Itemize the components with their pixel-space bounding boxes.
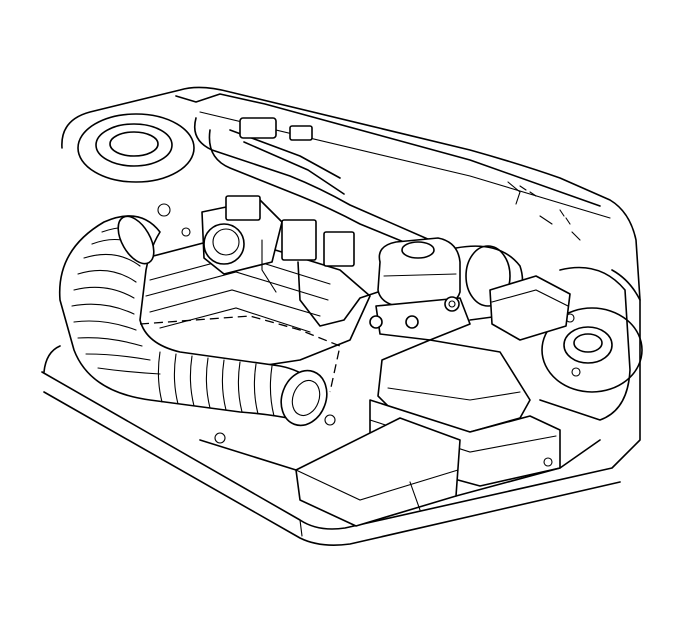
bolt-a (157, 203, 171, 217)
right-fender-contour (539, 266, 631, 421)
duct-throttle-clamp (117, 215, 155, 265)
fuse-box-lid (491, 289, 569, 307)
fuse-box (489, 275, 571, 341)
cam-cover-rib-3 (149, 289, 321, 317)
body-outline-lower (41, 269, 641, 530)
right-strut-tower-mid (563, 326, 613, 364)
strut-bolt-2 (571, 367, 581, 377)
fitting-rear-1 (239, 117, 277, 139)
relay-box (323, 231, 355, 267)
bolt-b (181, 227, 191, 237)
wiring-branch (261, 239, 277, 293)
cam-cover-rib-4 (159, 307, 311, 333)
fitting-left (369, 315, 383, 329)
fitting-right (444, 296, 460, 312)
alignment-dashed-line (139, 315, 341, 393)
heater-hose-upper (193, 117, 431, 241)
bolt-d (214, 432, 226, 444)
heater-hose-lower-2 (243, 141, 345, 195)
sensor-block (225, 195, 261, 221)
radiator-support (43, 345, 601, 497)
battery-box (295, 417, 461, 527)
booster-face (465, 245, 511, 307)
reservoir-line (383, 273, 457, 277)
fitting-mid (405, 315, 419, 329)
left-strut-tower-inner (109, 131, 159, 157)
air-cleaner-lid-edge (387, 387, 521, 401)
left-strut-tower-outer (77, 113, 195, 183)
rear-bracket (507, 181, 581, 241)
brake-reservoir (377, 237, 461, 307)
bumper-inner-edge (299, 519, 303, 537)
battery-divider (409, 481, 421, 511)
bumper-edge (43, 391, 621, 546)
reservoir-cap (401, 241, 435, 259)
cowl-outline (61, 86, 641, 301)
cowl-inner (175, 93, 601, 207)
heater-hose-lower (208, 129, 439, 257)
throttle-bore-inner (212, 228, 240, 256)
right-strut-tower-inner (573, 333, 603, 353)
hash-mark-1 (519, 185, 537, 197)
cam-cover-rib-2 (145, 271, 329, 301)
right-strut-tower-outer (541, 307, 643, 393)
left-strut-tower-mid (95, 123, 173, 167)
throttle-bore-outer (203, 223, 245, 265)
bolt-c (324, 414, 336, 426)
bolt-e (543, 457, 553, 467)
fitting-right-inner (448, 300, 456, 308)
duct-cleaner-end-inner (291, 379, 321, 417)
duct-cleaner-end (280, 369, 328, 427)
fitting-rear-2 (289, 125, 313, 141)
battery-top-line (295, 469, 459, 501)
wiring-harness (297, 261, 379, 327)
connector-box (281, 219, 317, 261)
hash-mark-2 (559, 209, 571, 225)
